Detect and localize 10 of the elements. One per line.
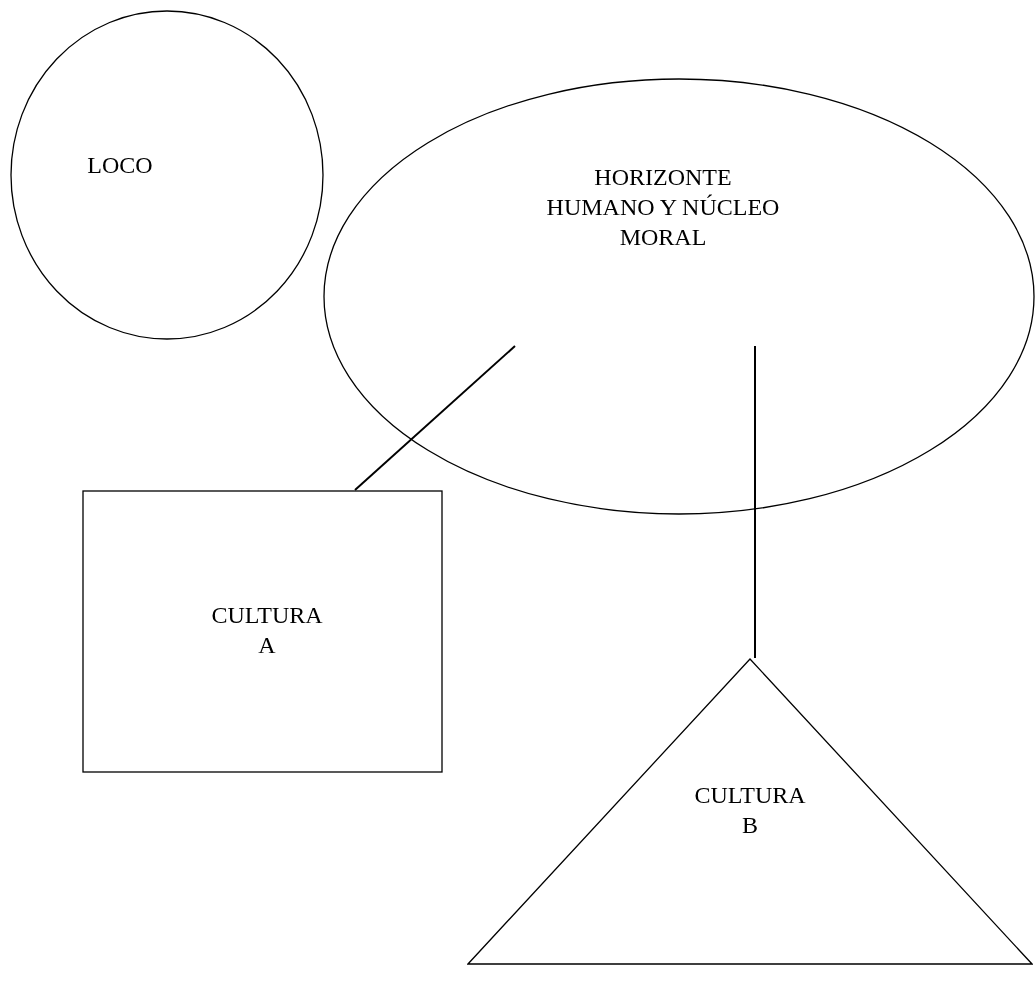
ellipse-node (323, 78, 1035, 515)
connector-line (354, 345, 516, 491)
node-label: HORIZONTE HUMANO Y NÚCLEO MORAL (545, 163, 781, 252)
connector-line (754, 345, 756, 659)
triangle-node (467, 658, 1033, 965)
circle-node (10, 10, 324, 340)
node-label: LOCO (86, 151, 154, 180)
square-node (82, 490, 443, 773)
node-label: CULTURA A (210, 601, 324, 660)
node-label: CULTURA B (693, 781, 807, 840)
